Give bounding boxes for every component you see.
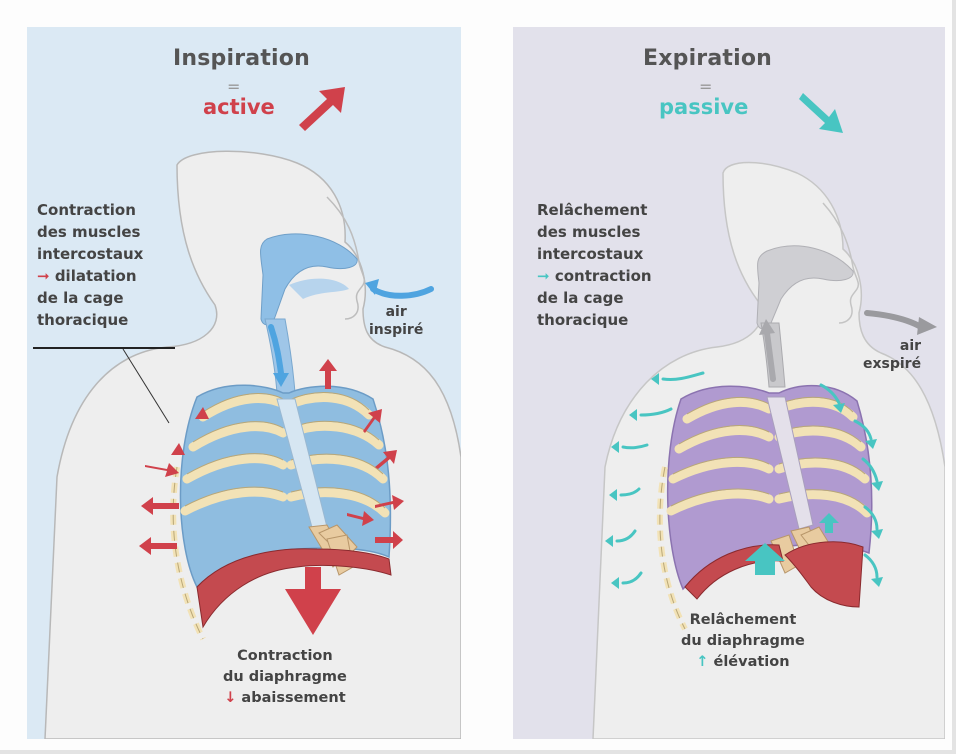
expiration-panel: Expiration = passive Relâchement des mus… <box>513 27 945 739</box>
inspiration-illustration <box>27 27 461 739</box>
label-underline <box>33 347 175 349</box>
diaphragm-contraction-label: Contraction du diaphragme ↓ abaissement <box>223 646 347 709</box>
expiration-title: Expiration <box>643 46 772 71</box>
inspiration-title: Inspiration <box>173 46 310 71</box>
active-arrow-icon <box>299 87 345 131</box>
arrow-glyph: ➞ <box>537 267 550 285</box>
down-arrow-glyph: ↓ <box>224 690 236 706</box>
expiration-muscle-label: Relâchement des muscles intercostaux ➞ c… <box>537 199 652 331</box>
inspiration-equals: = <box>227 77 240 96</box>
inspiration-panel: Inspiration = active Contraction des mus… <box>27 27 461 739</box>
air-inspired-label: air inspiré <box>369 303 423 339</box>
diaphragm-relaxation-label: Relâchement du diaphragme ↑ élévation <box>681 610 805 673</box>
inspiration-mode: active <box>203 95 275 119</box>
arrow-glyph: ➞ <box>37 267 50 285</box>
air-exhaled-arrow <box>867 313 921 327</box>
air-inspired-arrow <box>373 289 431 296</box>
expiration-mode: passive <box>659 95 748 119</box>
air-exhaled-label: air exspiré <box>863 337 921 373</box>
expiration-equals: = <box>699 77 712 96</box>
inspiration-muscle-label: Contraction des muscles intercostaux ➞ d… <box>37 199 143 331</box>
up-arrow-glyph: ↑ <box>696 654 708 670</box>
passive-arrow-icon <box>799 93 843 133</box>
